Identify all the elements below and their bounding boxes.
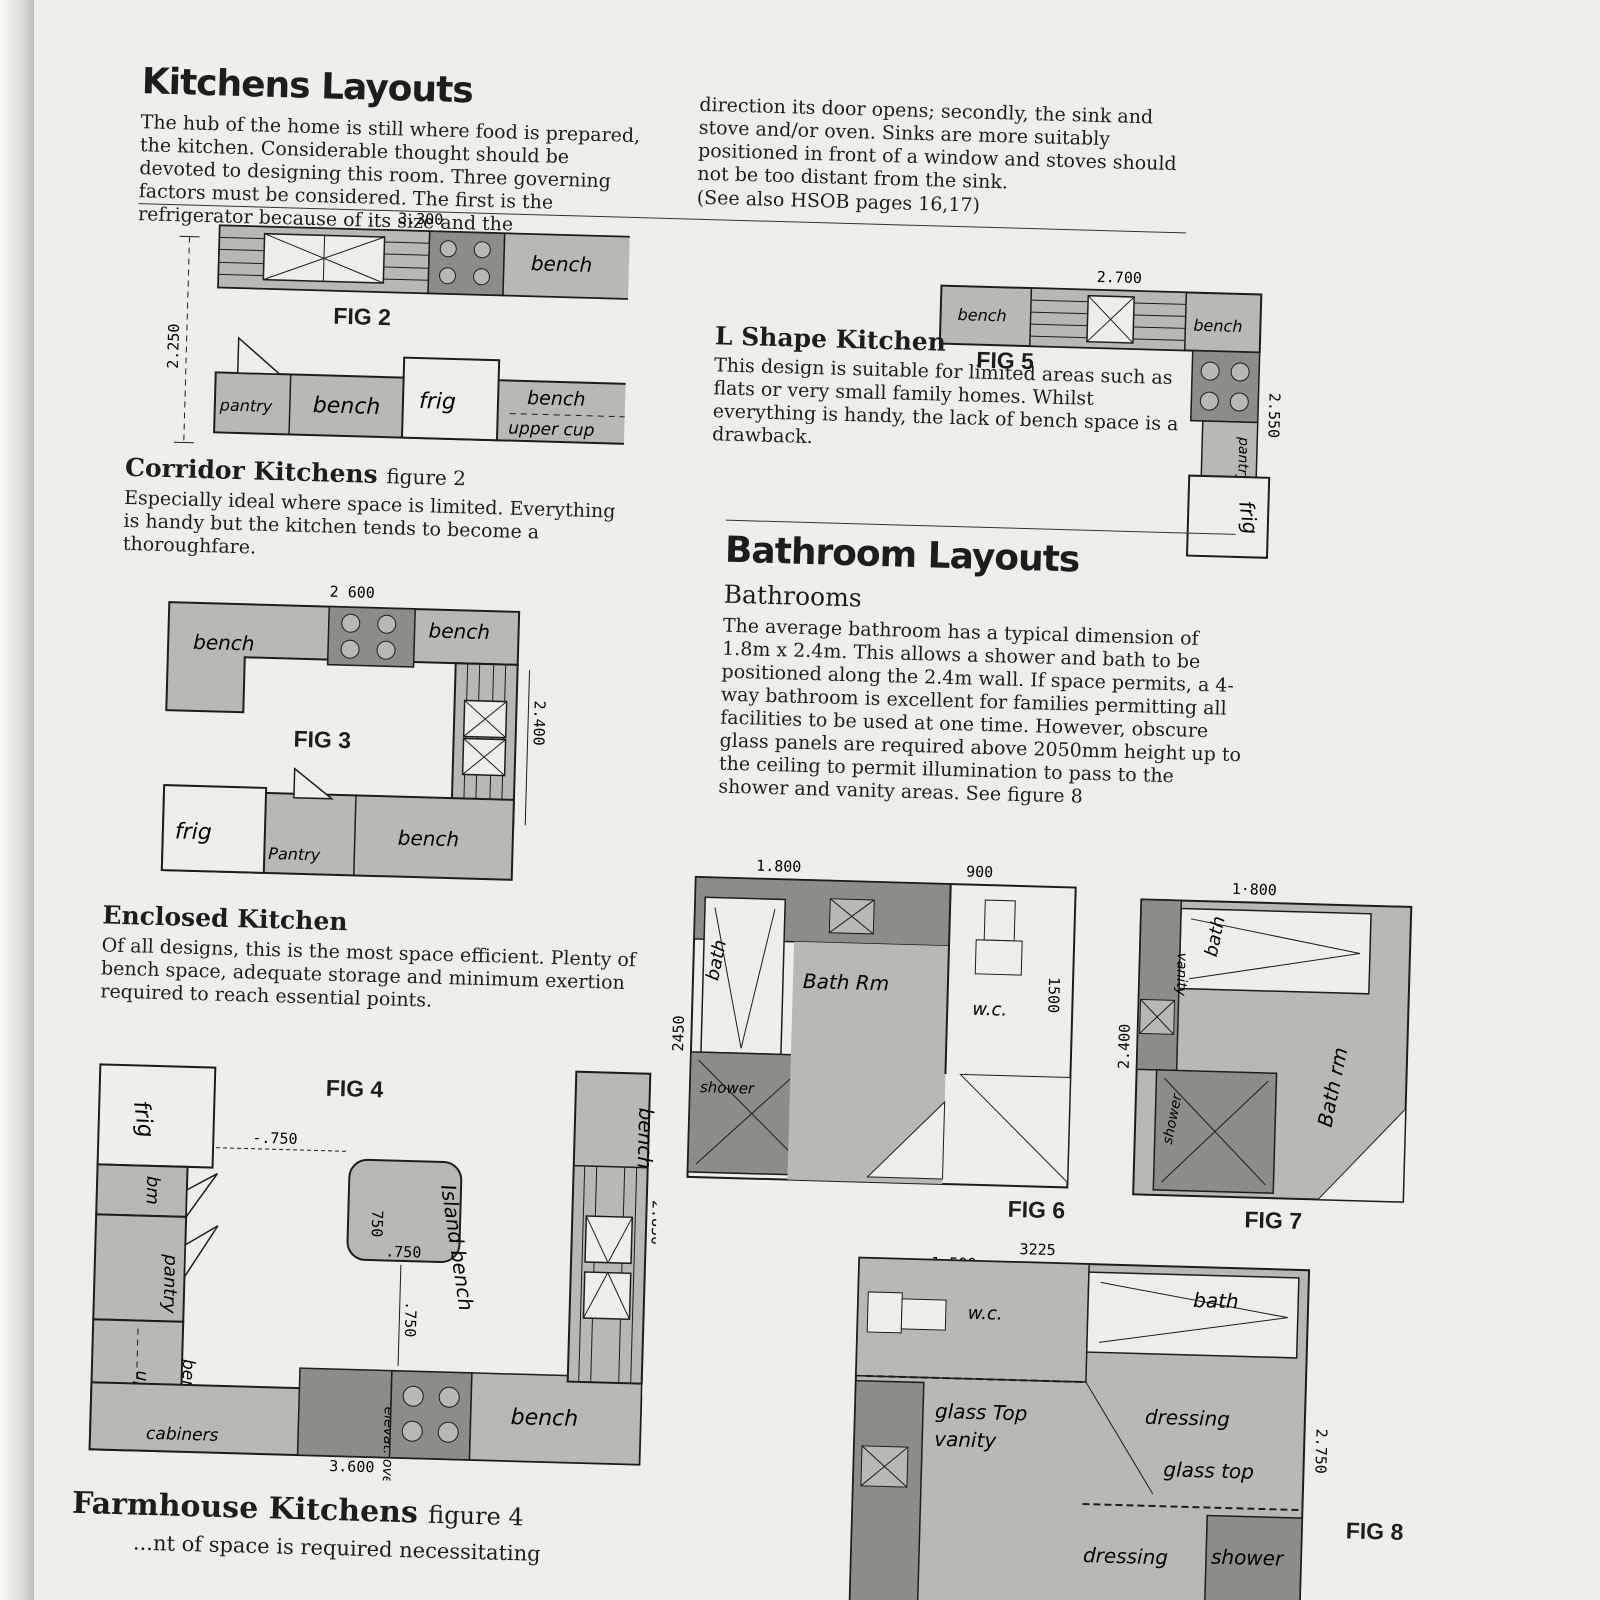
bathroom-subtitle: Bathrooms (723, 579, 863, 613)
lshape-title: L Shape Kitchen (714, 321, 947, 357)
fig4-label: FIG 4 (325, 1074, 384, 1103)
fig4-frig-box (96, 1063, 217, 1169)
fig8-dressing: dressing (1145, 1405, 1231, 1431)
corridor-figure-ref: figure 2 (386, 464, 467, 491)
fig4-dim-island-h: .750 (385, 1242, 422, 1261)
fig3-bench-right: bench (428, 618, 490, 644)
fig8-glass-top-vanity: glass Top (935, 1399, 1028, 1426)
fig4-dim-gap-mid: .750 (401, 1301, 420, 1338)
fig6-shower-label: shower (700, 1078, 755, 1098)
bathroom-title: Bathroom Layouts (724, 529, 1080, 581)
fig2-upper-cup: upper cup (508, 419, 595, 441)
fig6-dim-b: 900 (966, 863, 994, 882)
fig7-label: FIG 7 (1244, 1206, 1303, 1235)
fig3-frig: frig (175, 819, 213, 845)
fig3-frig-box (160, 784, 268, 874)
fig3-dim-height: 2.400 (529, 700, 548, 746)
book-page: Kitchens Layouts The hub of the home is … (34, 0, 1600, 1600)
fig2-frig-box (400, 356, 501, 442)
corridor-title-text: Corridor Kitchens (124, 452, 379, 489)
fig7-vanity: vanity (1173, 952, 1190, 997)
fig5-dim-height: 2.550 (1264, 393, 1283, 439)
fig4-oven (296, 1367, 393, 1459)
fig8-plan: 3225 1·500 w.c. bath glass Top vanity dr… (848, 1240, 1331, 1600)
fig4-cooktop (388, 1369, 473, 1461)
fig2-label: FIG 2 (333, 302, 392, 331)
farmhouse-title-text: Farmhouse Kitchens (71, 1485, 419, 1531)
farmhouse-figure-ref: figure 4 (427, 1500, 525, 1532)
fig2-dim-width: 3.300 (398, 209, 444, 228)
page-content: Kitchens Layouts The hub of the home is … (34, 0, 1600, 1600)
fig5-frig: frig (1234, 499, 1263, 536)
fig6-bath-rm: Bath Rm (803, 969, 890, 995)
fig6-dim-h: 2450 (669, 1015, 688, 1052)
fig4-cabinets: cabiners (146, 1424, 219, 1446)
fig7-plan: 1·800 bath vanity shower Bath rm 2.400 (1115, 880, 1413, 1203)
kitchens-intro-right: direction its door opens; secondly, the … (697, 93, 1177, 194)
fig6-wc: w.c. (972, 999, 1007, 1021)
fig7-dim-h: 2.400 (1115, 1024, 1134, 1070)
enclosed-text: Of all designs, this is the most space e… (100, 934, 637, 1012)
fig8-dressing-bottom: dressing (1083, 1543, 1169, 1569)
fig5-dim-width: 2.700 (1096, 268, 1142, 287)
fig3-cooktop (326, 605, 416, 668)
fig5-pantry: pantry (1234, 436, 1251, 484)
fig2-plan: 3.300 bench 2.250 pantry bench frig benc… (164, 209, 631, 446)
fig8-vanity: vanity (934, 1427, 998, 1453)
fig2-dim-height: 2.250 (164, 323, 183, 369)
fig3-pantry: Pantry (268, 844, 321, 864)
fig4-dim-height: 2.850 (648, 1200, 661, 1246)
fig3-plan: 2 600 bench bench 2.400 frig Pantry benc… (160, 583, 549, 881)
fig2-bench-bottom: bench (312, 393, 380, 420)
fig3-bench-left: bench (193, 630, 255, 656)
fig2-bench-right: bench (527, 387, 586, 411)
fig2-pantry: pantry (219, 395, 273, 415)
book-spine-edge (0, 0, 34, 1600)
fig6-label: FIG 6 (1007, 1195, 1066, 1224)
fig2-height-line (183, 236, 191, 443)
fig4-plan: frig bm pantry bench upper cabiners elev… (88, 1063, 661, 1488)
fig5-frig-box (1185, 474, 1271, 559)
fig5-bench-left: bench (957, 305, 1007, 325)
fig5-cooktop (1190, 349, 1261, 424)
fig4-pantry: pantry (158, 1253, 181, 1314)
fig4-dim-island-w: 750 (368, 1210, 387, 1238)
fig8-shower (1203, 1514, 1303, 1600)
fig4-island (346, 1158, 463, 1264)
fig4-bench-right: bench (633, 1107, 659, 1169)
fig4-frig: frig (128, 1099, 158, 1139)
fig8-shower-label: shower (1211, 1545, 1286, 1571)
fig8-wc: w.c. (967, 1303, 1002, 1325)
bathroom-text: The average bathroom has a typical dimen… (718, 614, 1242, 808)
fig6-dim-a: 1.800 (756, 857, 802, 876)
fig8-dim-h: 2.750 (1311, 1428, 1330, 1474)
fig8-label: FIG 8 (1345, 1517, 1404, 1545)
enclosed-title: Enclosed Kitchen (102, 900, 348, 937)
fig3-bench-bottom: bench (397, 826, 459, 852)
fig4-dim-width: 3.600 (329, 1457, 375, 1476)
fig4-bench-bottom: bench (510, 1405, 578, 1432)
corridor-text: Especially ideal where space is limited.… (122, 486, 616, 559)
fig4-broom: bm (141, 1176, 163, 1206)
fig6-plan: 1.800 900 bath shower Bath Rm w.c. 1500 … (669, 857, 1077, 1189)
fig8-glass-top: glass top (1163, 1457, 1254, 1484)
kitchens-title: Kitchens Layouts (141, 61, 474, 112)
fig8-bath-label: bath (1193, 1288, 1239, 1313)
lshape-text: This design is suitable for limited area… (711, 354, 1179, 449)
fig5-plan: 2.700 bench bench pantry frig 2.550 (938, 268, 1284, 559)
fig2-cooktop (427, 230, 506, 297)
fig2-frig: frig (419, 389, 457, 415)
fig8-dim-total: 3225 (1019, 1240, 1056, 1259)
fig2-bench-top: bench (531, 251, 593, 277)
fig7-dim-w: 1·800 (1231, 880, 1277, 899)
fig4-dim-gap-top: -.750 (252, 1129, 298, 1148)
fig5-bench-right: bench (1193, 316, 1243, 336)
fig8-bath (1085, 1271, 1300, 1359)
fig6-dim-wc: 1500 (1044, 977, 1063, 1014)
farmhouse-title: Farmhouse Kitchens figure 4 (72, 1486, 525, 1534)
fig3-dim-width: 2 600 (329, 583, 375, 602)
fig3-label: FIG 3 (293, 725, 352, 754)
farmhouse-text: ...nt of space is required necessitating (132, 1530, 541, 1566)
